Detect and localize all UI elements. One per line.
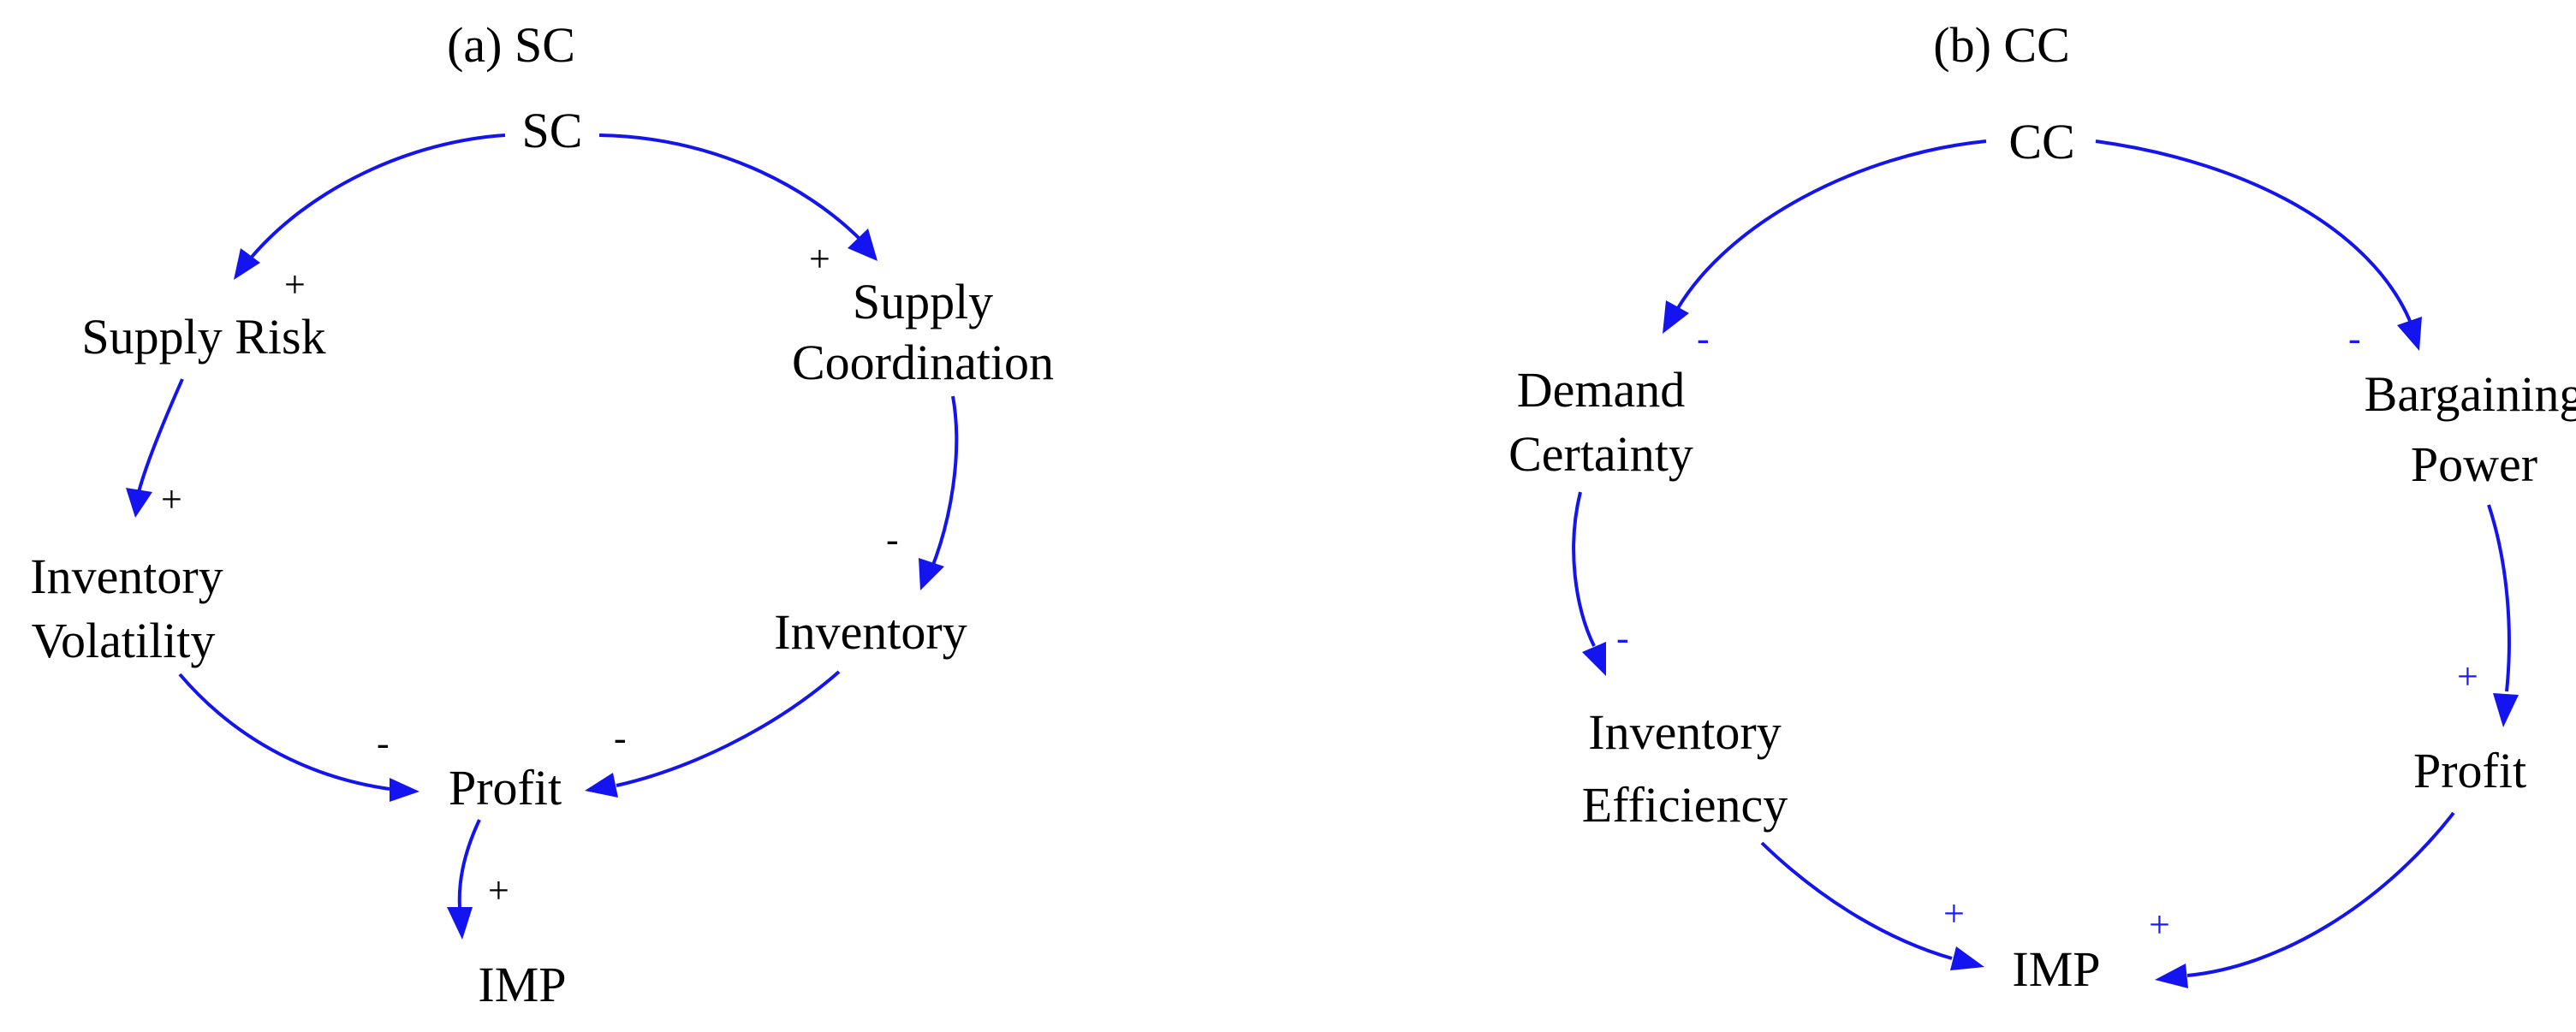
arrowhead-sc-supply-coordination xyxy=(848,228,878,261)
panel-title-sc: (a) SC xyxy=(447,17,575,73)
node-imp: IMP xyxy=(478,957,566,1012)
node-supply-risk: Supply Risk xyxy=(81,309,325,365)
link-inventory-profit xyxy=(616,670,841,787)
sign-sc-supply-coordination: + xyxy=(809,238,830,280)
sign-profit-imp: + xyxy=(488,869,509,911)
sign-supply-risk-inventory-volatility: + xyxy=(161,478,182,520)
sign-sc-supply-risk: + xyxy=(284,264,306,305)
node-inventory-efficiency-line1: Inventory xyxy=(1588,704,1782,760)
node-bargaining-power-line1: Bargaining xyxy=(2365,366,2576,422)
node-profit: Profit xyxy=(449,760,562,816)
link-profit-imp-cc xyxy=(2186,811,2455,977)
link-cc-demand-certainty xyxy=(1676,139,1987,310)
link-bargaining-power-profit xyxy=(2487,504,2511,692)
link-sc-supply-risk xyxy=(247,133,506,263)
arrowhead-supply-risk-inventory-volatility xyxy=(126,488,152,518)
node-profit-cc: Profit xyxy=(2413,743,2526,798)
link-supply-risk-inventory-volatility xyxy=(137,378,184,493)
sign-cc-demand-certainty: - xyxy=(1697,317,1710,359)
sign-demand-certainty-inventory-efficiency: - xyxy=(1616,617,1629,659)
link-supply-coordination-inventory xyxy=(930,395,959,570)
panel-cc: (b) CC - - - + + + CC Demand Certainty B… xyxy=(1508,17,2576,997)
node-demand-certainty-line2: Certainty xyxy=(1508,426,1693,482)
sign-profit-imp-cc: + xyxy=(2149,904,2170,946)
node-cc: CC xyxy=(2008,114,2074,169)
node-inventory-volatility-line2: Volatility xyxy=(32,613,216,668)
node-inventory: Inventory xyxy=(774,604,967,660)
sign-inventory-profit: - xyxy=(614,717,627,759)
arrowhead-inventory-efficiency-imp xyxy=(1950,946,1984,970)
sign-supply-coordination-inventory: - xyxy=(886,519,899,560)
link-demand-certainty-inventory-efficiency xyxy=(1572,491,1596,647)
link-cc-bargaining-power xyxy=(2095,139,2412,322)
arrowhead-demand-certainty-inventory-efficiency xyxy=(1582,642,1606,676)
link-inventory-volatility-profit xyxy=(178,673,390,791)
arrowhead-bargaining-power-profit xyxy=(2493,693,2519,727)
node-inventory-efficiency-line2: Efficiency xyxy=(1582,777,1788,833)
arrowhead-cc-bargaining-power xyxy=(2397,317,2422,351)
arrowhead-sc-supply-risk xyxy=(234,248,260,280)
node-imp-cc: IMP xyxy=(2012,941,2100,997)
arrowhead-inventory-profit xyxy=(585,773,618,798)
link-profit-imp xyxy=(457,819,481,908)
sign-inventory-volatility-profit: - xyxy=(377,722,390,764)
link-sc-supply-coordination xyxy=(598,133,862,241)
node-bargaining-power-line2: Power xyxy=(2411,436,2537,492)
node-supply-coordination-line2: Coordination xyxy=(792,335,1054,390)
node-demand-certainty-line1: Demand xyxy=(1517,362,1686,418)
arrowhead-profit-imp-cc xyxy=(2155,964,2188,988)
panel-sc: (a) SC + + + - - - + SC Supply Risk Supp… xyxy=(30,17,1054,1012)
panel-title-cc: (b) CC xyxy=(1933,17,2070,73)
node-inventory-volatility-line1: Inventory xyxy=(30,549,223,604)
node-sc: SC xyxy=(522,103,583,158)
arrowhead-supply-coordination-inventory xyxy=(919,558,944,590)
sign-cc-bargaining-power: - xyxy=(2348,317,2361,359)
arrowhead-profit-imp xyxy=(447,907,473,940)
link-inventory-efficiency-imp xyxy=(1760,841,1953,960)
sign-inventory-efficiency-imp: + xyxy=(1943,893,1965,934)
sign-bargaining-power-profit: + xyxy=(2457,655,2478,697)
arrowhead-cc-demand-certainty xyxy=(1663,300,1689,334)
arrowhead-inventory-volatility-profit xyxy=(390,778,419,802)
node-supply-coordination-line1: Supply xyxy=(853,274,993,329)
